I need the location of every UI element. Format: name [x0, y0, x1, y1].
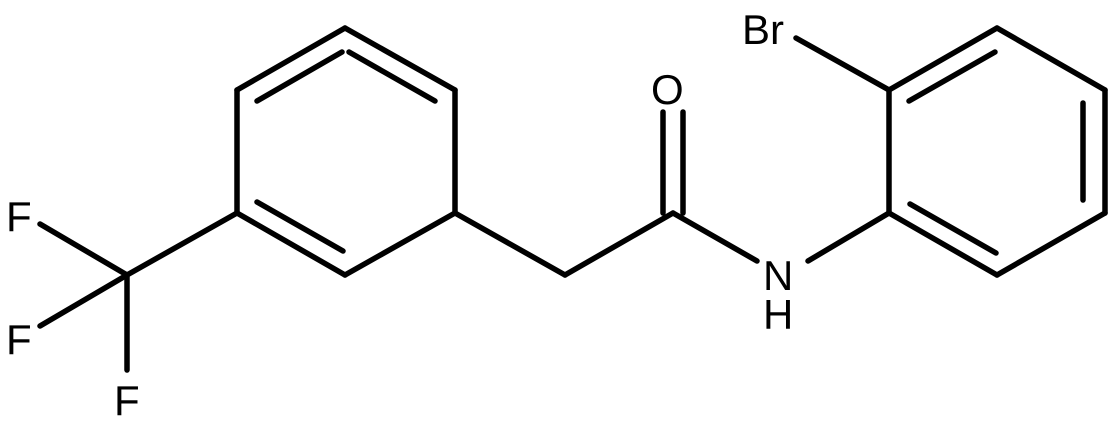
- bond: [805, 210, 892, 264]
- bond: [793, 35, 892, 93]
- aromatic-double-bond: [346, 49, 438, 104]
- right-benzene-ring: [886, 25, 1108, 278]
- aromatic-double-bond: [907, 201, 999, 256]
- bond: [452, 210, 568, 278]
- fluorine-label-2: F: [6, 316, 32, 363]
- amide-hydrogen-label: H: [763, 291, 793, 338]
- fluorine-label-3: F: [114, 377, 140, 424]
- bond: [37, 221, 130, 278]
- bond: [670, 210, 760, 264]
- bond: [124, 210, 240, 278]
- bromine-label: Br: [742, 6, 784, 53]
- bromine-substituent: Br: [742, 6, 892, 93]
- bond: [37, 272, 130, 329]
- fluorine-label-1: F: [6, 193, 32, 240]
- bond: [886, 210, 1000, 278]
- bond: [234, 210, 348, 278]
- left-benzene-ring: [234, 25, 458, 278]
- aromatic-double-bond: [254, 199, 346, 254]
- aromatic-double-bond: [254, 49, 345, 104]
- bond: [994, 210, 1108, 278]
- bond: [994, 25, 1108, 93]
- bond: [886, 25, 1000, 93]
- bond: [562, 210, 676, 278]
- bond: [234, 25, 348, 93]
- aromatic-double-bond: [906, 49, 998, 104]
- oxygen-label: O: [651, 66, 684, 113]
- bond: [342, 210, 458, 278]
- bond: [342, 25, 458, 93]
- acetamide-linker: O N H: [452, 66, 892, 338]
- nitrogen-label: N: [763, 252, 793, 299]
- trifluoromethyl-group: F F F: [6, 193, 240, 424]
